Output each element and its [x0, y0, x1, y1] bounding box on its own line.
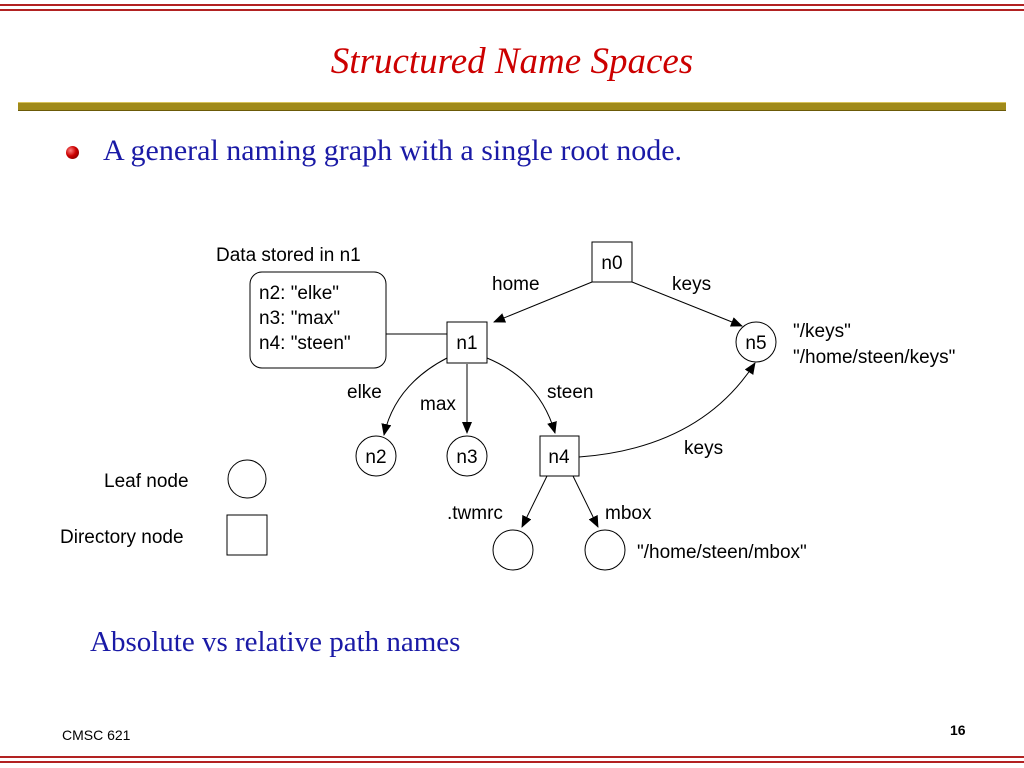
node-n0 — [591, 241, 633, 283]
top-border-inner — [0, 9, 1024, 11]
edge-elke — [381, 357, 448, 436]
top-border-outer — [0, 4, 1024, 6]
node-n0-label: n0 — [601, 253, 622, 274]
label-elke: elke — [347, 382, 382, 403]
n5-path-keys: "/keys" — [793, 321, 851, 342]
footer-course: CMSC 621 — [62, 727, 131, 743]
edge-keys-bottom — [578, 362, 756, 458]
bullet-text: A general naming graph with a single roo… — [103, 134, 683, 167]
node-n3 — [446, 435, 488, 477]
leaf-twmrc — [492, 529, 534, 571]
edge-home — [493, 281, 593, 323]
mbox-path: "/home/steen/mbox" — [637, 542, 807, 563]
node-n4 — [539, 435, 580, 477]
label-keys-top: keys — [672, 274, 711, 295]
slide-title: Structured Name Spaces — [330, 41, 694, 82]
node-n3-label: n3 — [456, 447, 477, 468]
bottom-border-outer — [0, 761, 1024, 763]
node-n1-label: n1 — [456, 333, 477, 354]
data-box — [249, 271, 387, 369]
label-max: max — [420, 394, 456, 415]
data-line-n2: n2: "elke" — [259, 283, 339, 304]
page-number: 16 — [950, 722, 966, 738]
legend-leaf-icon — [227, 459, 267, 499]
edge-mbox — [572, 475, 599, 528]
node-n5-label: n5 — [745, 333, 766, 354]
label-mbox: mbox — [605, 503, 652, 524]
legend-directory-icon — [226, 514, 268, 556]
data-line-n4: n4: "steen" — [259, 333, 351, 354]
edge-steen — [486, 357, 557, 434]
bottom-border-inner — [0, 756, 1024, 758]
data-box-title: Data stored in n1 — [216, 245, 361, 266]
bullet-icon — [66, 146, 79, 159]
node-n5 — [735, 321, 777, 363]
node-n2 — [355, 435, 397, 477]
legend-leaf-label: Leaf node — [104, 471, 189, 492]
label-home: home — [492, 274, 540, 295]
title-rule — [18, 102, 1006, 111]
n5-path-home-steen-keys: "/home/steen/keys" — [793, 347, 955, 368]
slide-subtitle: Absolute vs relative path names — [90, 626, 461, 658]
edge-keys-top — [631, 281, 743, 327]
edge-twmrc — [521, 475, 548, 528]
node-n4-label: n4 — [548, 447, 570, 468]
node-n2-label: n2 — [365, 447, 386, 468]
label-keys-bottom: keys — [684, 438, 723, 459]
legend-directory-label: Directory node — [60, 527, 184, 548]
label-steen: steen — [547, 382, 593, 403]
label-twmrc: .twmrc — [447, 503, 503, 524]
data-line-n3: n3: "max" — [259, 308, 340, 329]
node-n1 — [446, 321, 488, 364]
leaf-mbox — [584, 529, 626, 571]
